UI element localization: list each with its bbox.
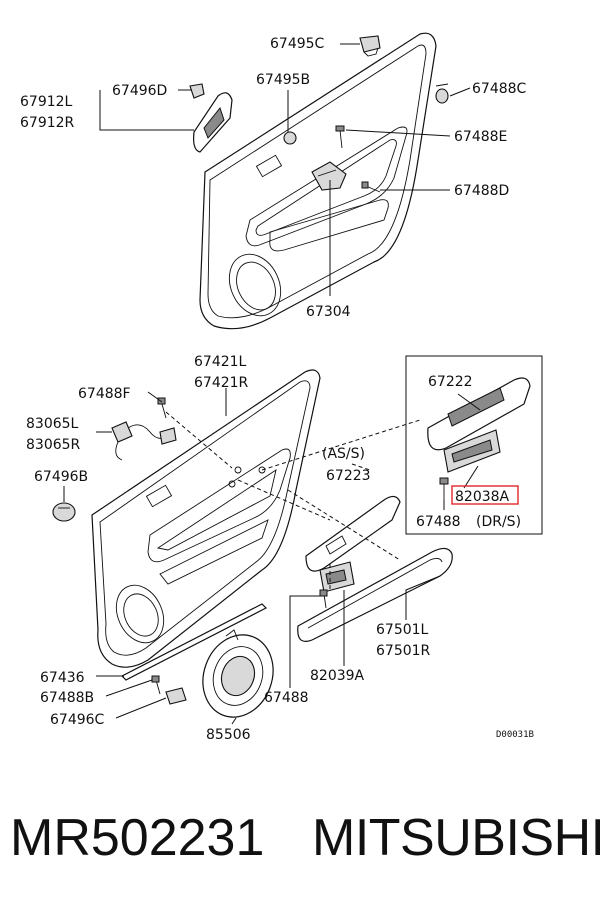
label-67912R: 67912R xyxy=(20,115,75,131)
part-67488-drs xyxy=(439,477,449,500)
label-67488: 67488 xyxy=(264,690,309,706)
part-83065 xyxy=(111,421,177,461)
label-67488F: 67488F xyxy=(78,386,131,402)
label-67488E: 67488E xyxy=(454,129,507,145)
label-82039A: 82039A xyxy=(310,668,365,684)
label-67496B: 67496B xyxy=(34,469,88,485)
highlight-82038A xyxy=(451,485,519,505)
label-67501L: 67501L xyxy=(376,622,429,638)
lower-door-trim xyxy=(91,369,321,668)
part-67495C xyxy=(359,35,381,57)
assembly-dashes xyxy=(165,411,421,590)
part-67501 xyxy=(297,547,453,642)
part-67488B xyxy=(151,675,161,695)
leader-lines xyxy=(63,43,481,725)
part-67223 xyxy=(305,495,401,572)
part-67488C xyxy=(435,83,449,104)
part-67488D xyxy=(361,181,381,193)
label-83065R: 83065R xyxy=(26,437,81,453)
part-67436 xyxy=(120,603,268,681)
label-85506: 85506 xyxy=(206,727,251,743)
part-82039A xyxy=(319,561,355,593)
label-ass: (AS/S) xyxy=(322,446,365,462)
part-85506 xyxy=(202,629,274,718)
label-67421L: 67421L xyxy=(194,354,247,370)
part-67496D xyxy=(189,83,205,99)
label-67496D: 67496D xyxy=(112,83,167,99)
label-67223: 67223 xyxy=(326,468,371,484)
drs-inset-box xyxy=(405,355,543,535)
label-67222: 67222 xyxy=(428,374,473,390)
label-67495B: 67495B xyxy=(256,72,310,88)
part-82038A xyxy=(443,429,501,473)
part-labels: 67495C 67496D 67495B 67488C 67912L 67912… xyxy=(20,36,534,743)
brand-name: MITSUBISHI xyxy=(312,809,600,867)
label-83065L: 83065L xyxy=(26,416,79,432)
part-67496C xyxy=(165,687,187,705)
label-67488-drs: 67488 xyxy=(416,514,461,530)
label-drs: (DR/S) xyxy=(476,514,521,530)
part-67304 xyxy=(311,161,347,191)
part-67488-lower xyxy=(319,589,328,609)
label-67912L: 67912L xyxy=(20,94,73,110)
label-67488D: 67488D xyxy=(454,183,509,199)
part-67495B xyxy=(283,131,297,145)
part-number: MR502231 xyxy=(10,809,265,867)
footer: MR502231 MITSUBISHI xyxy=(0,800,600,880)
label-67436: 67436 xyxy=(40,670,85,686)
label-82038A: 82038A xyxy=(455,489,510,505)
parts-diagram: 67495C 67496D 67495B 67488C 67912L 67912… xyxy=(20,32,543,743)
label-67495C: 67495C xyxy=(270,36,325,52)
part-67496B xyxy=(52,502,76,522)
label-67421R: 67421R xyxy=(194,375,249,391)
label-67501R: 67501R xyxy=(376,643,431,659)
label-67488B: 67488B xyxy=(40,690,94,706)
label-67304: 67304 xyxy=(306,304,351,320)
label-67488C: 67488C xyxy=(472,81,527,97)
part-67488E xyxy=(335,125,345,149)
part-67488F xyxy=(157,397,167,419)
diagram-code: D00031B xyxy=(496,730,534,740)
part-67912 xyxy=(193,92,233,153)
label-67496C: 67496C xyxy=(50,712,105,728)
